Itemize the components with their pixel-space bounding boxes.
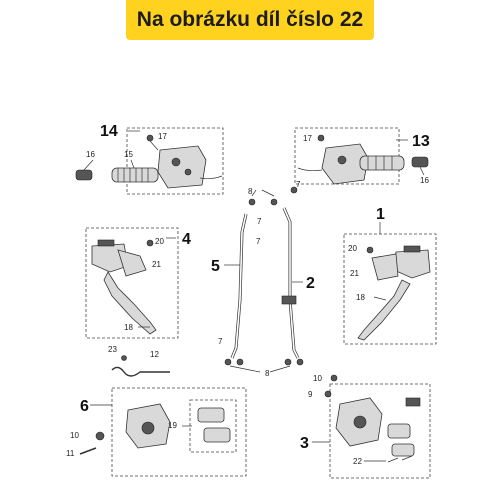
group-14-box xyxy=(126,127,224,195)
washer-8 xyxy=(248,198,256,206)
group-3-box xyxy=(329,383,431,479)
hose-2 xyxy=(282,207,300,359)
callout-23: 23 xyxy=(108,345,117,354)
callout-7: 7 xyxy=(296,180,301,189)
caliper-piston xyxy=(141,421,155,435)
switch-button xyxy=(337,155,347,165)
brake-pad xyxy=(197,407,225,423)
bolt-9 xyxy=(324,390,332,398)
callout-19: 19 xyxy=(168,421,177,430)
washer-8 xyxy=(284,358,292,366)
callout-15: 15 xyxy=(124,150,133,159)
hose-5 xyxy=(230,213,248,359)
screw-17-left xyxy=(146,134,154,142)
callout-9: 9 xyxy=(308,390,313,399)
screw-17-right xyxy=(317,134,325,142)
washer-8 xyxy=(296,358,304,366)
callout-7: 7 xyxy=(218,337,223,346)
reservoir-cap xyxy=(97,239,115,247)
callout-10: 10 xyxy=(70,431,79,440)
callout-2: 2 xyxy=(306,275,315,292)
group-1-box xyxy=(343,233,437,345)
bolt-11 xyxy=(79,447,97,455)
hose-clamp xyxy=(281,295,297,305)
washer-10 xyxy=(330,374,338,382)
group-6-box xyxy=(111,387,247,477)
master-clamp-right xyxy=(371,253,399,281)
screw-20-left xyxy=(146,239,154,247)
callout-14: 14 xyxy=(100,123,118,140)
brake-lever-left xyxy=(103,271,157,335)
screw-20-right xyxy=(366,246,374,254)
group-1-right-master-cylinder xyxy=(343,233,437,345)
callout-17: 17 xyxy=(158,132,167,141)
brake-pad xyxy=(203,427,231,443)
callout-16: 16 xyxy=(86,150,95,159)
brake-lever-right xyxy=(357,279,411,341)
switch-button xyxy=(171,157,181,167)
callout-22: 22 xyxy=(353,457,362,466)
washer-7 xyxy=(290,186,298,194)
callout-20: 20 xyxy=(155,237,164,246)
callout-7: 7 xyxy=(257,217,262,226)
callout-13: 13 xyxy=(412,133,430,150)
grip-left xyxy=(111,167,159,183)
callout-6: 6 xyxy=(80,398,89,415)
reservoir-cap xyxy=(403,245,421,253)
callout-21: 21 xyxy=(152,260,161,269)
callout-17: 17 xyxy=(303,134,312,143)
bar-end-right xyxy=(411,156,429,168)
switch-button xyxy=(184,168,192,176)
page-title: Na obrázku díl číslo 22 xyxy=(136,8,364,31)
group-14-left-switch xyxy=(75,127,224,195)
callout-12: 12 xyxy=(150,350,159,359)
brake-hoses xyxy=(224,186,304,373)
callout-8: 8 xyxy=(265,369,270,378)
bolt-23 xyxy=(121,355,127,361)
callout-5: 5 xyxy=(211,258,220,275)
pad-spring xyxy=(405,397,421,407)
brake-pad xyxy=(387,423,411,439)
washer-8 xyxy=(236,358,244,366)
group-6-left-caliper xyxy=(79,387,247,477)
bar-end-left xyxy=(75,169,93,181)
callout-21: 21 xyxy=(350,269,359,278)
switch-wire xyxy=(199,175,223,180)
callout-3: 3 xyxy=(300,435,309,452)
switch-wire xyxy=(297,167,323,172)
washer-8 xyxy=(270,198,278,206)
washer-10 xyxy=(95,431,105,441)
reservoir-right xyxy=(393,249,431,279)
callout-8: 8 xyxy=(248,187,253,196)
callout-10: 10 xyxy=(313,374,322,383)
group-4-box xyxy=(85,227,179,339)
callout-16: 16 xyxy=(420,176,429,185)
title-banner: Na obrázku díl číslo 22 xyxy=(126,0,374,40)
caliper-piston xyxy=(353,415,367,429)
washer-8 xyxy=(224,358,232,366)
callout-1: 1 xyxy=(376,206,385,223)
callout-7: 7 xyxy=(256,237,261,246)
switch-housing-right xyxy=(321,143,369,185)
clip-wire xyxy=(111,366,170,377)
cable-clip-12 xyxy=(111,355,170,377)
group-4-left-master-cylinder xyxy=(85,227,179,339)
group-3-right-caliper xyxy=(324,374,431,479)
switch-housing-left xyxy=(157,145,207,189)
callout-18: 18 xyxy=(356,293,365,302)
brake-pad xyxy=(391,443,415,457)
callout-20: 20 xyxy=(348,244,357,253)
callout-18: 18 xyxy=(124,323,133,332)
group-13-right-switch xyxy=(294,127,429,185)
callout-11: 11 xyxy=(66,449,75,458)
grip-right xyxy=(359,155,405,171)
master-clamp-left xyxy=(117,249,147,277)
callout-4: 4 xyxy=(182,231,191,248)
